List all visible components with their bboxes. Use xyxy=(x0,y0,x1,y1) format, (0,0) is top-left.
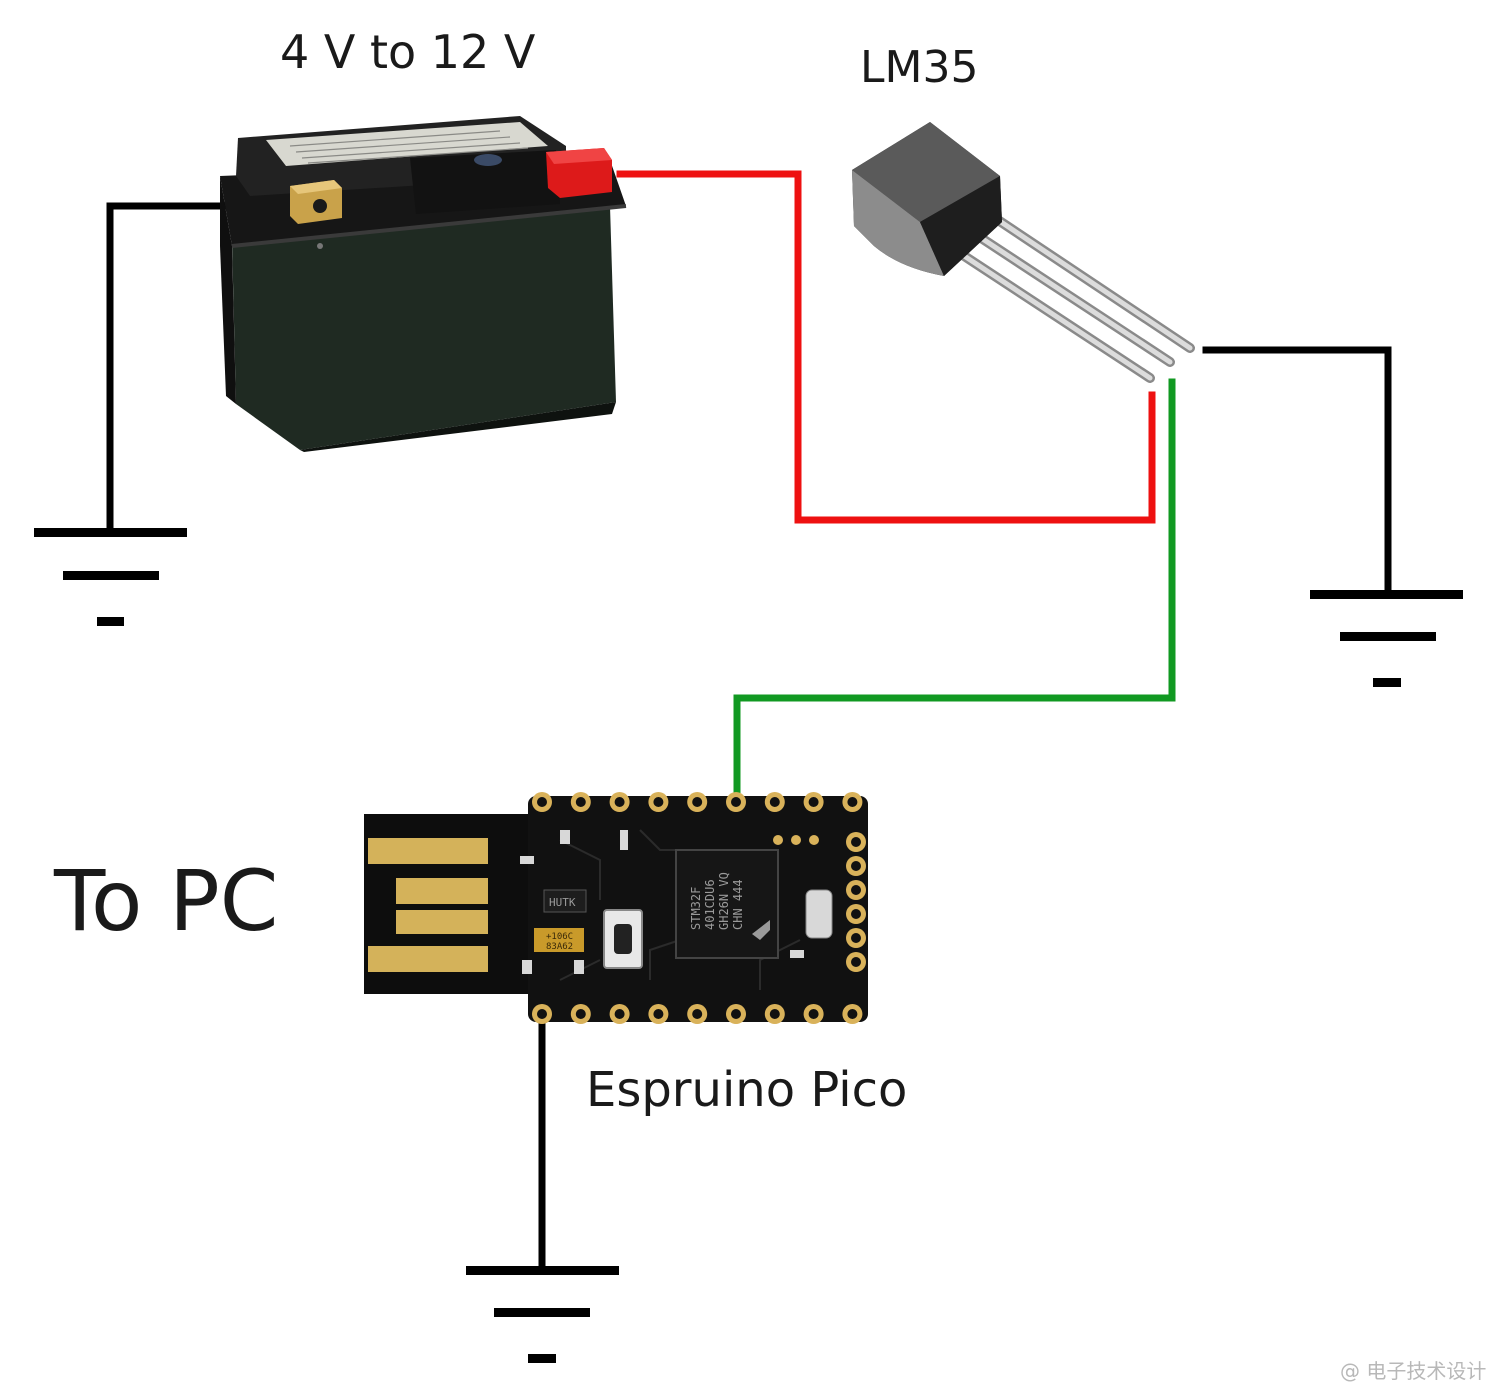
watermark: @ 电子技术设计 xyxy=(1340,1359,1486,1383)
header-pad-hole xyxy=(847,797,858,807)
mcu-chip xyxy=(675,849,779,959)
header-pad-hole xyxy=(851,909,861,919)
header-pad-hole xyxy=(537,1009,547,1019)
header-pad-hole xyxy=(653,1009,664,1019)
header-pad-hole xyxy=(614,1009,625,1019)
ground-icon xyxy=(466,1266,619,1363)
header-pad-hole xyxy=(537,797,547,807)
header-pad-hole xyxy=(851,885,861,895)
usb-contact xyxy=(368,838,488,864)
mcu-marking: CHN 444 xyxy=(731,879,745,930)
ground-icon xyxy=(34,528,187,626)
mcu-marking: GH26N VQ xyxy=(717,872,731,930)
crystal xyxy=(805,889,833,939)
header-pad-hole xyxy=(692,797,703,807)
header-pad-hole xyxy=(575,1009,586,1019)
ground-icon xyxy=(1310,590,1463,687)
tantalum-capacitor xyxy=(534,928,584,952)
header-pad-hole xyxy=(851,861,861,871)
pcb-board-icon: STM32F 401CDU6 GH26N VQ CHN 444 HUTK +10… xyxy=(364,792,868,1024)
usb-contact xyxy=(396,910,488,934)
header-pad-hole xyxy=(851,957,861,967)
pin-header-bottom xyxy=(532,1004,863,1024)
ic-marking: HUTK xyxy=(549,896,576,909)
wires xyxy=(106,170,1392,1274)
header-pad-hole xyxy=(614,797,625,807)
header-pad-hole xyxy=(851,837,861,847)
sensor-name-label: LM35 xyxy=(860,42,978,93)
mcu-marking: STM32F xyxy=(689,887,703,930)
pin-header-right xyxy=(846,832,866,972)
to92-sensor-icon xyxy=(852,122,1195,383)
header-pad-hole xyxy=(731,1009,741,1019)
pin-header-top xyxy=(532,792,863,812)
header-pad-hole xyxy=(808,797,819,807)
header-pad-hole xyxy=(769,1009,780,1019)
header-pad-hole xyxy=(847,1009,858,1019)
header-pad-hole xyxy=(692,1009,703,1019)
battery-icon xyxy=(220,116,627,452)
header-pad-hole xyxy=(653,797,664,807)
usb-target-label: To PC xyxy=(53,852,278,950)
sensor-ground-wire xyxy=(1202,346,1392,597)
supply-wire-red xyxy=(616,170,1156,524)
signal-wire-green xyxy=(733,378,1176,804)
cap-marking: 83A62 xyxy=(546,942,573,952)
board-name-label: Espruino Pico xyxy=(586,1062,907,1118)
header-pad-hole xyxy=(808,1009,819,1019)
header-pad-hole xyxy=(769,797,780,807)
battery-voltage-label: 4 V to 12 V xyxy=(280,25,536,79)
usb-contact xyxy=(396,878,488,904)
header-pad-hole xyxy=(851,933,861,943)
mcu-marking: 401CDU6 xyxy=(703,879,717,930)
cap-marking: +106C xyxy=(546,932,573,942)
st-logo-icon xyxy=(752,920,770,940)
header-pad-hole xyxy=(575,797,586,807)
header-pad-hole xyxy=(731,797,741,807)
usb-contact xyxy=(368,946,488,972)
